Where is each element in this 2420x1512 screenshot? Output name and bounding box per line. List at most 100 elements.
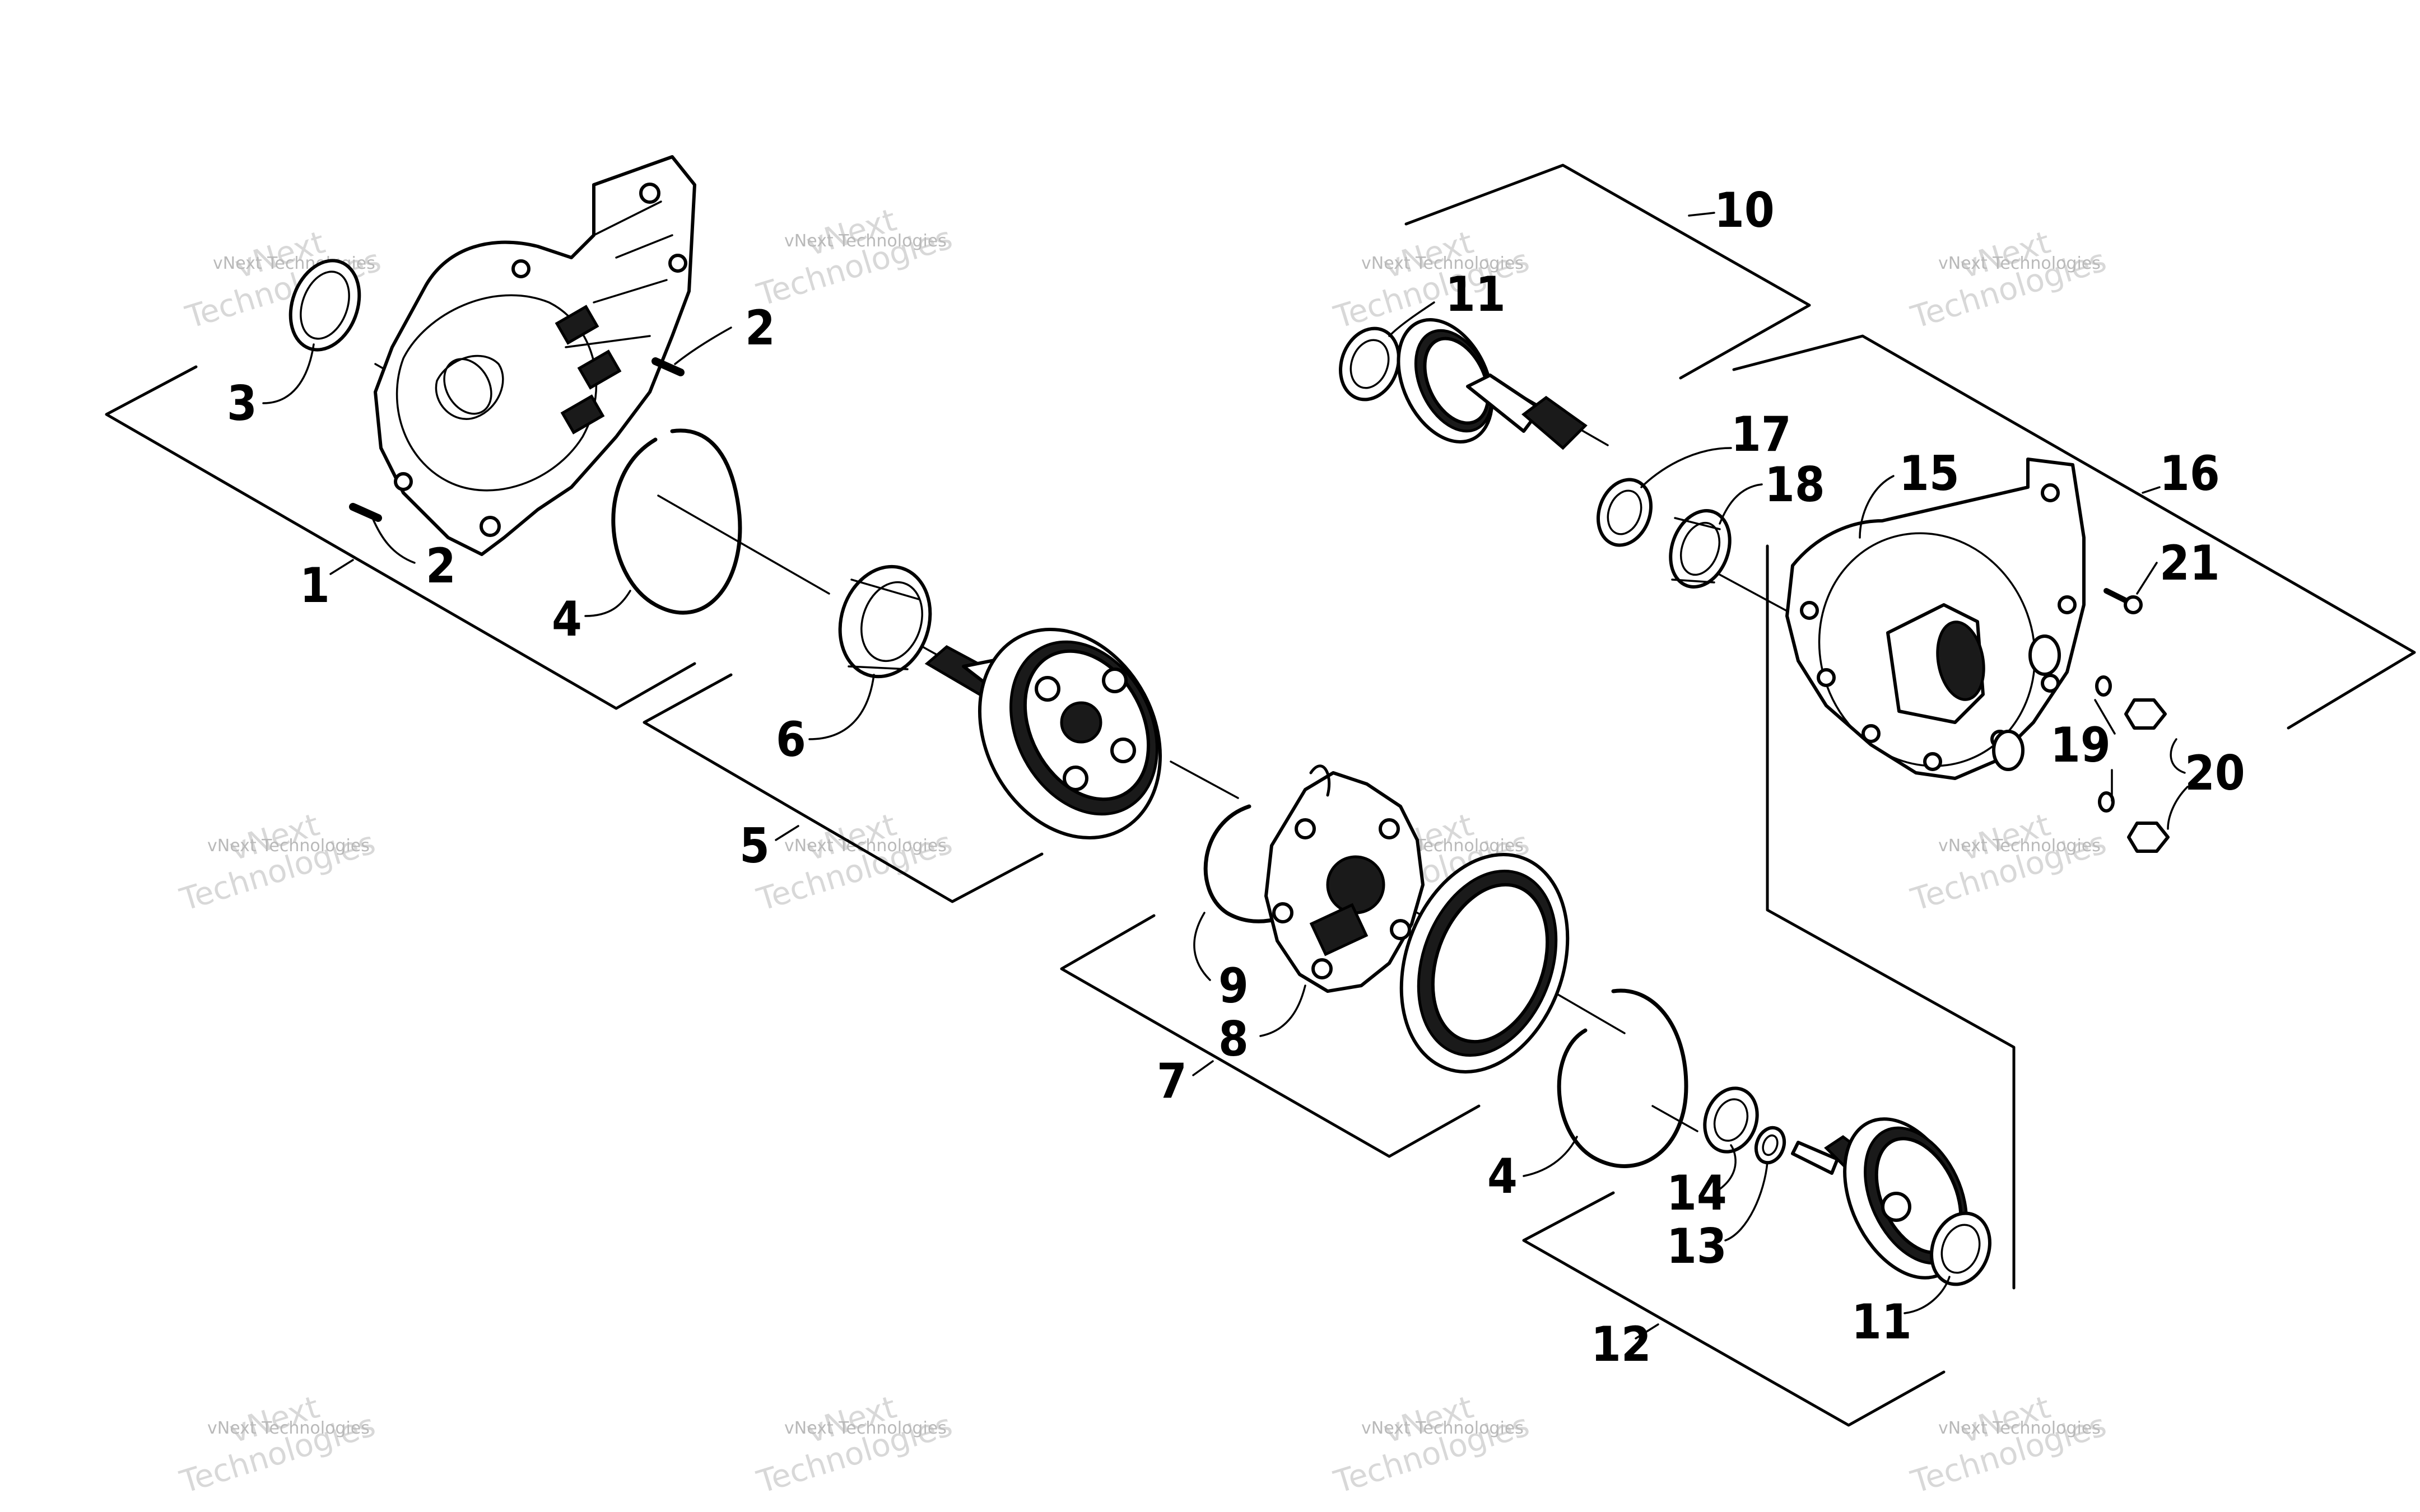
watermark: vNext Technologies vNext Technologies — [753, 806, 957, 918]
leader-2-lower — [371, 517, 416, 564]
callout-4-upper: 4 — [552, 591, 582, 647]
callout-14: 14 — [1667, 1165, 1727, 1221]
bracket-5 — [643, 673, 1044, 903]
callout-3: 3 — [227, 376, 257, 432]
leader-18 — [1719, 483, 1763, 525]
part-20-bolts — [2124, 698, 2170, 853]
bracket-7 — [1060, 914, 1481, 1158]
callout-5: 5 — [739, 818, 770, 874]
callout-19: 19 — [2050, 717, 2111, 773]
case-bore — [443, 358, 492, 415]
part-4-retaining-ring-upper — [611, 428, 742, 615]
bracket-16 — [1732, 334, 2416, 730]
watermark: vNext Technologies vNext Technologies — [1907, 224, 2111, 336]
callout-numbers: 1 2 2 3 4 4 5 6 7 8 9 10 11 11 12 13 14 … — [227, 183, 2245, 1373]
leader-6 — [808, 674, 875, 740]
watermark-text: vNext Technologies — [207, 836, 370, 856]
leader-9 — [1193, 912, 1211, 981]
callout-21: 21 — [2160, 535, 2220, 591]
leader-lines — [262, 212, 2189, 1340]
leader-3 — [262, 343, 315, 404]
watermark-text: vNext Technologies — [1361, 1418, 1524, 1438]
callout-20: 20 — [2185, 745, 2245, 801]
part-15-cover — [1785, 458, 2086, 780]
part-4-retaining-ring-lower — [1557, 988, 1688, 1168]
leader-12 — [1635, 1323, 1659, 1340]
leader-10 — [1688, 212, 1715, 217]
leader-4-lower — [1523, 1136, 1578, 1177]
dowel-pin — [651, 357, 685, 376]
leader-15 — [1859, 475, 1895, 539]
part-21-bolt — [2103, 588, 2143, 614]
watermark-text: vNext Technologies — [207, 1418, 370, 1438]
watermark-text: vNext Technologies — [1938, 1418, 2101, 1438]
callout-1: 1 — [300, 558, 330, 614]
watermark-text: vNext Technologies — [1361, 254, 1524, 273]
bracket-12 — [1522, 1191, 1946, 1427]
bracket-16-lower — [1766, 544, 2016, 1290]
watermark: vNext Technologies vNext Technologies — [753, 1389, 957, 1501]
part-1-case-half — [374, 155, 696, 556]
watermark-text: vNext Technologies — [1938, 254, 2101, 273]
part-13-washer — [1754, 1126, 1786, 1165]
leader-14 — [1713, 1144, 1737, 1194]
part-11-seal-upper — [1339, 326, 1400, 402]
part-10-input-gear-shaft — [1397, 318, 1588, 450]
watermark: vNext Technologies vNext Technologies — [1907, 1389, 2111, 1501]
leader-11-lower — [1904, 1276, 1951, 1314]
watermark-text: vNext Technologies — [784, 1418, 947, 1438]
leader-1 — [329, 559, 354, 575]
callout-7: 7 — [1157, 1053, 1187, 1109]
part-11-seal-lower — [1930, 1211, 1991, 1286]
part-19-washers — [2095, 675, 2115, 813]
part-17-seal — [1596, 478, 1653, 547]
leader-8 — [1259, 984, 1306, 1037]
callout-2-lower: 2 — [426, 538, 456, 594]
leader-5 — [775, 825, 799, 841]
axis-line — [1170, 760, 1239, 799]
callout-11-lower: 11 — [1851, 1294, 1912, 1350]
leader-21 — [2136, 562, 2158, 595]
leader-11-upper — [1388, 301, 1435, 337]
part-3-seal — [288, 259, 361, 352]
callout-18: 18 — [1765, 457, 1825, 513]
leader-20 — [2167, 738, 2189, 830]
watermark-text: vNext Technologies — [1938, 836, 2101, 856]
leader-13 — [1724, 1161, 1769, 1242]
dowel-pin — [349, 503, 382, 522]
callout-12: 12 — [1591, 1317, 1651, 1373]
watermark-text: vNext Technologies — [784, 231, 947, 251]
bolt — [2127, 822, 2170, 853]
watermark: vNext Technologies vNext Technologies — [1330, 1389, 1534, 1501]
leader-16 — [2142, 486, 2161, 494]
watermark: vNext Technologies vNext Technologies — [1907, 806, 2111, 918]
bracket-1 — [105, 365, 696, 710]
axis-line — [1651, 1105, 1698, 1132]
part-18-bearing — [1669, 509, 1732, 589]
leader-7 — [1192, 1060, 1214, 1076]
watermark: vNext Technologies vNext Technologies — [176, 1389, 380, 1501]
part-6-bearing — [838, 564, 932, 679]
bolt — [2124, 698, 2167, 730]
washer — [2095, 675, 2112, 697]
part-8-planet-carrier — [1264, 764, 1425, 993]
callout-8: 8 — [1218, 1011, 1249, 1067]
callout-15: 15 — [1899, 446, 1960, 502]
callout-2-upper: 2 — [745, 300, 775, 356]
bracket-10 — [1404, 164, 1811, 380]
axis-line — [657, 494, 830, 595]
part-2-dowel-pins — [349, 357, 685, 522]
group-brackets — [105, 164, 2416, 1427]
leader-19 — [2094, 699, 2116, 802]
callout-11-upper: 11 — [1445, 267, 1506, 323]
washer — [2098, 791, 2115, 813]
callout-10: 10 — [1714, 183, 1775, 239]
leader-2-upper — [674, 326, 732, 365]
callout-17: 17 — [1731, 407, 1791, 463]
watermark: vNext Technologies vNext Technologies — [753, 202, 957, 314]
callout-6: 6 — [776, 712, 806, 768]
part-5-ring-gear-shaft — [924, 627, 1162, 840]
callout-4-lower: 4 — [1487, 1149, 1518, 1205]
part-14-bearing — [1703, 1086, 1759, 1154]
